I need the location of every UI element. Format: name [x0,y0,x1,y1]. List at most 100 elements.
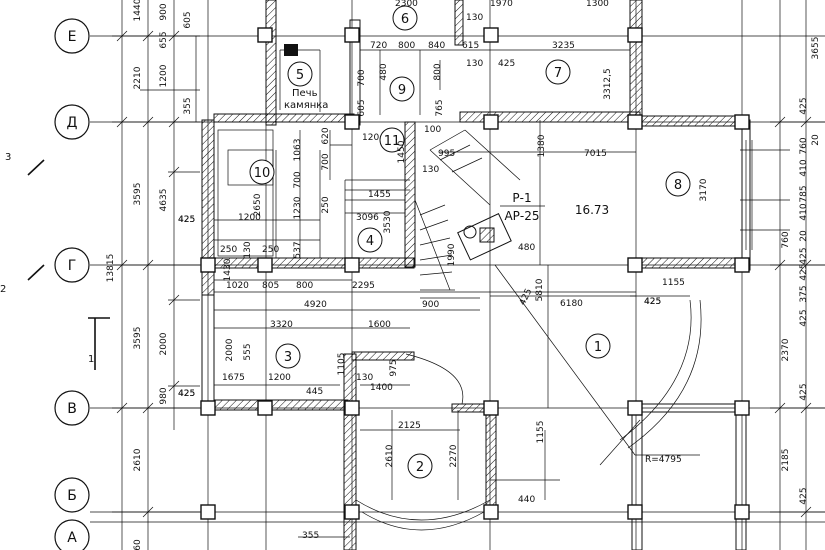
svg-text:4920: 4920 [304,300,327,310]
fireplace-label-line1: Печь [292,88,318,99]
room-8-label: 8 [674,178,682,193]
svg-text:130: 130 [243,241,253,258]
svg-text:1200: 1200 [159,64,169,87]
svg-text:840: 840 [428,41,445,51]
elevation-mark: 16.73 [575,203,609,217]
svg-text:3320: 3320 [270,320,293,330]
fireplace-symbol [284,44,298,56]
left-dimension-lines [112,0,200,550]
room-2-label: 2 [416,460,424,475]
svg-text:900: 900 [422,300,439,310]
svg-text:355: 355 [183,97,193,114]
svg-text:410: 410 [799,159,809,176]
svg-text:765: 765 [435,99,445,116]
svg-text:2300: 2300 [395,0,418,9]
svg-text:975: 975 [389,359,399,376]
svg-text:2610: 2610 [133,448,143,471]
room-9-label: 9 [398,83,406,98]
svg-text:6180: 6180 [560,299,583,309]
svg-text:2185: 2185 [781,449,791,472]
interior-lines [214,49,790,538]
svg-text:3312,5: 3312,5 [603,68,613,100]
svg-text:3096: 3096 [356,213,379,223]
svg-text:2210: 2210 [133,66,143,89]
stair-tag-line1: Р-1 [512,191,531,205]
svg-text:100: 100 [424,125,441,135]
svg-text:2125: 2125 [398,421,421,431]
left-dimension-texts: 1440 655 2210 3595 13815 3595 2610 900 1… [106,0,195,550]
section-mark-graphics [27,159,110,370]
svg-text:7015: 7015 [584,149,607,159]
svg-text:2000: 2000 [159,332,169,355]
svg-text:425: 425 [799,487,809,504]
svg-text:250: 250 [262,245,279,255]
svg-text:620: 620 [321,127,331,144]
svg-text:425: 425 [178,215,195,225]
axis-label-D: Д [67,115,78,131]
svg-text:425: 425 [644,297,661,307]
svg-text:1020: 1020 [226,281,249,291]
svg-text:1455: 1455 [368,190,391,200]
svg-text:60: 60 [133,539,143,550]
svg-text:1105: 1105 [337,353,347,376]
svg-text:800: 800 [296,281,313,291]
section-mark-2: 2 [0,284,6,295]
svg-text:425: 425 [178,389,195,399]
svg-text:20: 20 [811,134,821,146]
svg-text:480: 480 [518,243,535,253]
svg-text:800: 800 [433,63,443,80]
svg-text:440: 440 [518,495,535,505]
svg-text:1155: 1155 [662,278,685,288]
svg-text:720: 720 [370,41,387,51]
svg-text:1440: 1440 [133,0,143,21]
svg-text:3170: 3170 [699,178,709,201]
axis-label-A: А [67,530,77,546]
svg-text:130: 130 [466,59,483,69]
svg-text:425: 425 [799,383,809,400]
axis-label-V: В [67,401,77,417]
svg-text:250: 250 [220,245,237,255]
room-4-label: 4 [366,234,374,249]
svg-text:1400: 1400 [370,383,393,393]
svg-text:130: 130 [422,165,439,175]
svg-text:700: 700 [357,69,367,86]
svg-text:1970: 1970 [490,0,513,9]
svg-text:605: 605 [357,99,367,116]
axis-bubbles [54,18,90,550]
room-11-label: 11 [384,134,401,149]
svg-text:425: 425 [799,263,809,280]
radius-label: R=4795 [645,455,682,465]
svg-text:2370: 2370 [781,338,791,361]
svg-text:1200: 1200 [268,373,291,383]
svg-text:410: 410 [799,203,809,220]
svg-text:2295: 2295 [352,281,375,291]
room-1-label: 1 [594,340,602,355]
svg-text:3595: 3595 [133,327,143,350]
svg-text:1230: 1230 [293,196,303,219]
svg-text:605: 605 [183,11,193,28]
room-number-circles [249,5,691,479]
svg-text:537: 537 [293,241,303,258]
svg-text:355: 355 [302,531,319,541]
svg-text:1155: 1155 [536,421,546,444]
svg-text:130: 130 [466,13,483,23]
svg-text:425: 425 [178,215,195,225]
svg-text:120: 120 [362,133,379,143]
svg-text:425: 425 [518,287,534,307]
svg-text:760: 760 [799,137,809,154]
svg-text:1380: 1380 [537,134,547,157]
svg-text:4635: 4635 [159,189,169,212]
svg-text:3655: 3655 [811,37,821,60]
svg-text:130: 130 [356,373,373,383]
svg-text:3595: 3595 [133,183,143,206]
svg-text:980: 980 [159,387,169,404]
svg-text:445: 445 [306,387,323,397]
stair-landing-symbol [457,213,512,261]
svg-text:3235: 3235 [552,41,575,51]
svg-text:13815: 13815 [106,254,116,283]
svg-text:555: 555 [243,343,253,360]
svg-text:425: 425 [498,59,515,69]
columns [200,27,750,520]
svg-text:250: 250 [321,196,331,213]
